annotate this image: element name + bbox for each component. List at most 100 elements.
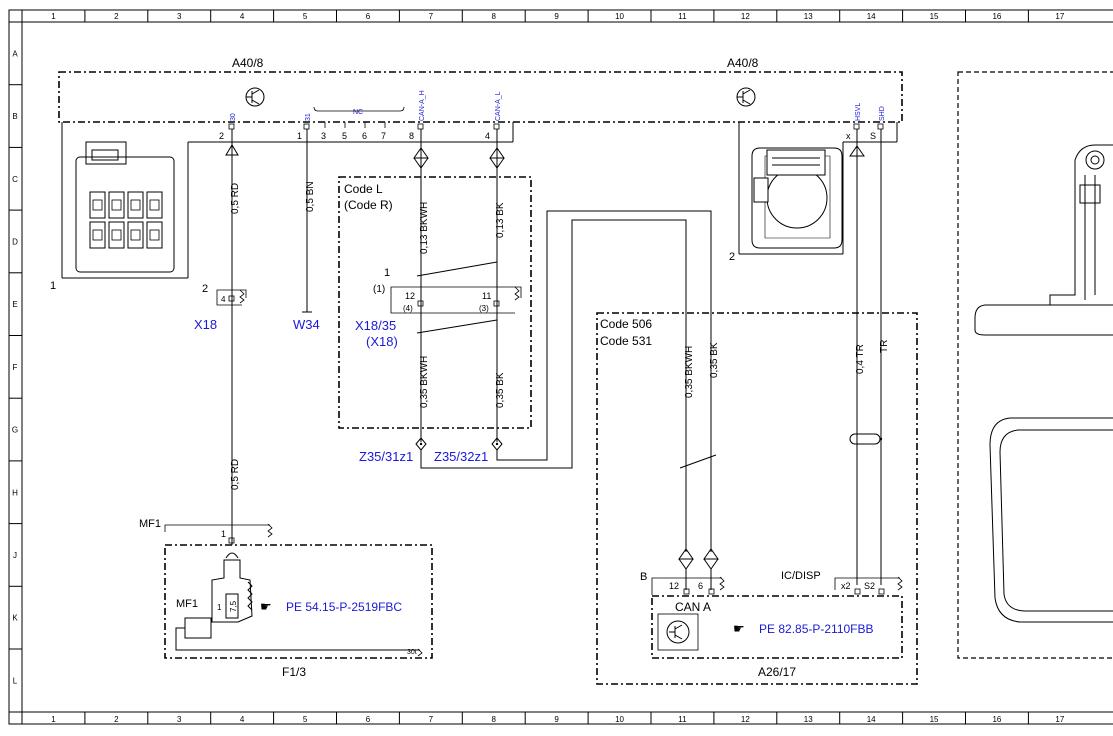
column-number: 12	[741, 715, 750, 724]
pin-squares	[228, 123, 884, 130]
connector-drawing	[75, 141, 175, 273]
pin-can-l-label: CAN-A_L	[495, 91, 502, 121]
f1-3-label: F1/3	[282, 665, 306, 679]
pin-num: 6	[362, 131, 367, 141]
svg-text:(3): (3)	[479, 304, 489, 313]
row-letter: K	[12, 614, 18, 623]
row-letter: J	[13, 551, 17, 560]
diagram-frame	[8, 9, 1113, 725]
wire-label: 0,35 BKWH	[684, 346, 695, 398]
column-number: 16	[992, 715, 1001, 724]
column-number: 2	[114, 715, 119, 724]
pin-can-h-label: CAN-A_H	[419, 90, 426, 121]
column-number: 6	[366, 12, 371, 21]
column-number: 13	[804, 12, 813, 21]
wire-label: 0,5 RD	[230, 459, 241, 490]
column-number: 5	[303, 715, 308, 724]
column-number: 3	[177, 715, 182, 724]
column-number: 15	[930, 12, 939, 21]
splice-symbols	[415, 437, 503, 451]
wire-label: 0,4 TR	[855, 344, 866, 374]
svg-text:2: 2	[202, 283, 208, 295]
pin-num: 5	[342, 131, 347, 141]
pin-num: 1	[297, 131, 302, 141]
column-number: 10	[615, 12, 624, 21]
wire-label: 0,35 BKWH	[419, 356, 430, 408]
ic-disp-label: IC/DISP	[781, 570, 821, 582]
pin-num: 4	[485, 131, 490, 141]
pin-31-label: 31	[305, 113, 312, 121]
can-a-label: CAN A	[675, 600, 711, 614]
reference-link-1[interactable]: PE 54.15-P-2519FBC	[286, 600, 402, 614]
svg-text:S2: S2	[864, 581, 875, 591]
a40-pin-labels: 30 31 NC CAN-A_H CAN-A_L HSVL SHD	[230, 90, 886, 121]
code-506-box	[596, 312, 918, 685]
x18-alt-label: (X18)	[366, 334, 398, 349]
row-letter: L	[13, 676, 18, 685]
wire-label: 0,5 BN	[305, 181, 316, 212]
w34-label: W34	[293, 317, 320, 332]
z35-31z1-label: Z35/31z1	[359, 449, 413, 464]
column-number: 2	[114, 12, 119, 21]
svg-text:6: 6	[698, 581, 703, 591]
a40-label-left: A40/8	[232, 56, 264, 70]
wire-label: 0,35 BK	[495, 372, 506, 408]
column-number: 14	[867, 12, 876, 21]
svg-text:(4): (4)	[403, 304, 413, 313]
wire-label: 0,13 BKWH	[419, 202, 430, 254]
column-number: 8	[492, 715, 497, 724]
column-number: 3	[177, 12, 182, 21]
svg-text:30t: 30t	[407, 649, 417, 656]
column-number: 11	[678, 715, 687, 724]
column-number: 7	[429, 12, 434, 21]
svg-text:12: 12	[669, 581, 679, 591]
svg-text:11: 11	[482, 291, 491, 301]
x18-35-label: X18/35	[355, 318, 396, 333]
f1-3-fuse-box	[164, 544, 433, 659]
column-number: 16	[992, 12, 1001, 21]
transistor-icon	[657, 613, 699, 651]
mf1-label-top: MF1	[139, 518, 161, 530]
a26-connector-b	[678, 548, 719, 570]
pointing-hand-icon: ☛	[260, 599, 272, 614]
row-letter: A	[12, 49, 18, 58]
row-letter: D	[12, 237, 18, 246]
svg-text:x2: x2	[841, 581, 851, 591]
mf1-label: MF1	[176, 598, 198, 610]
column-number: 9	[554, 12, 559, 21]
callout-1: 1	[50, 280, 56, 292]
row-letter: B	[12, 112, 17, 121]
mirror-connector-drawing	[751, 147, 843, 249]
column-number: 6	[366, 715, 371, 724]
wire-label: 0,35 BK	[709, 342, 720, 378]
column-number: 4	[240, 715, 245, 724]
fuse-icon	[184, 559, 253, 639]
column-number: 10	[615, 715, 624, 724]
pin-num: 7	[381, 131, 386, 141]
svg-text:1: 1	[221, 529, 226, 539]
svg-text:7,5: 7,5	[229, 600, 238, 612]
pin-30-label: 30	[230, 113, 237, 121]
svg-text:4: 4	[221, 295, 226, 304]
pin-nc-label: NC	[353, 109, 363, 116]
wire-label: 0,5 RD	[230, 183, 241, 214]
pin-num: 2	[219, 131, 224, 141]
pin-num: S	[870, 131, 876, 141]
z35-32z1-label: Z35/32z1	[434, 449, 488, 464]
column-number: 15	[930, 715, 939, 724]
x18-label: X18	[194, 317, 217, 332]
a26-17-label: A26/17	[758, 665, 796, 679]
column-number: 1	[51, 715, 56, 724]
svg-text:1: 1	[217, 603, 222, 612]
pin-shd-label: SHD	[879, 106, 886, 121]
row-letter: C	[12, 175, 18, 184]
column-number: 11	[678, 12, 687, 21]
pin-num: 8	[409, 131, 414, 141]
code-l-label: Code L	[344, 182, 383, 196]
pin-num: x	[846, 131, 851, 141]
a40-8-housing	[58, 71, 903, 123]
twisted-pair-marker	[849, 433, 881, 445]
x18-35-connector: 1 (1) 12 (4) 11 (3) X18/35 (X18)	[355, 267, 522, 349]
reference-link-2[interactable]: PE 82.85-P-2110FBB	[759, 622, 874, 636]
